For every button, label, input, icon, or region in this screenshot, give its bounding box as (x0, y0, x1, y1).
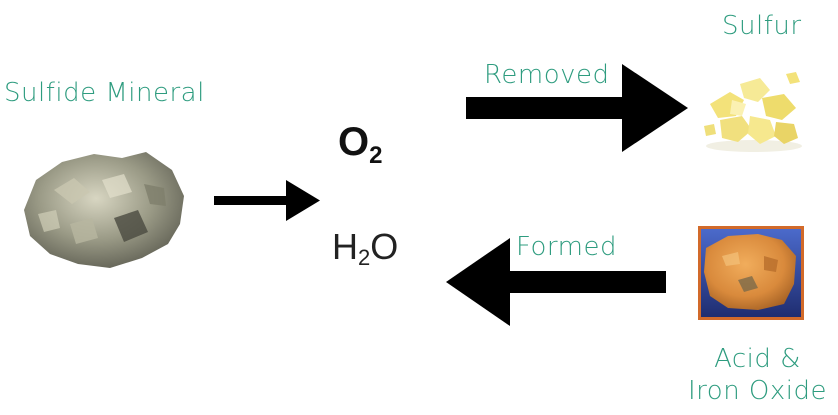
sulfur-image (704, 72, 802, 152)
acid-iron-oxide-label: Acid & Iron Oxide (688, 343, 827, 407)
oxygen-subscript: 2 (369, 142, 383, 169)
oxygen-formula: O2 (338, 120, 382, 170)
removed-label: Removed (484, 60, 610, 90)
iron-oxide-image (698, 226, 804, 320)
oxygen-symbol: O (338, 120, 370, 164)
acid-label-line1: Acid & (714, 344, 801, 374)
removed-arrow (466, 64, 688, 152)
sulfide-mineral-label: Sulfide Mineral (4, 78, 205, 108)
formed-arrow (446, 238, 666, 326)
mineral-to-oxygen-arrow (214, 180, 320, 221)
water-formula: H2O (332, 226, 398, 271)
water-subscript: 2 (358, 245, 371, 270)
sulfide-mineral-image (24, 152, 184, 268)
sulfur-label: Sulfur (722, 11, 802, 41)
water-hydrogen: H (332, 226, 358, 267)
formed-label: Formed (516, 232, 617, 262)
acid-label-line2: Iron Oxide (688, 376, 828, 406)
water-oxygen: O (370, 226, 399, 267)
